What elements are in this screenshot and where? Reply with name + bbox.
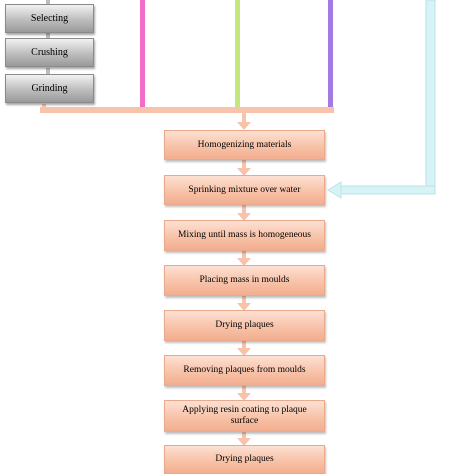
left-connector-1 bbox=[46, 33, 50, 39]
collector-down bbox=[242, 113, 246, 123]
left-connector-2 bbox=[46, 68, 50, 75]
step-arrow-head bbox=[237, 348, 251, 356]
sprinkling-label: Sprinking mixture over water bbox=[188, 184, 301, 195]
collector-bar bbox=[40, 107, 334, 113]
drying-step-1: Drying plaques bbox=[164, 310, 325, 341]
coating-label: Applying resin coating to plaque surface bbox=[182, 405, 307, 426]
input-line-green bbox=[235, 0, 240, 107]
selecting-label: Selecting bbox=[30, 13, 69, 24]
step-arrow-head bbox=[237, 168, 251, 176]
step-arrow-head bbox=[237, 213, 251, 221]
coating-step: Applying resin coating to plaque surface bbox=[164, 400, 325, 432]
homogenizing-step: Homogenizing materials bbox=[164, 130, 325, 160]
grinding-label: Grinding bbox=[31, 83, 68, 94]
water-line-vertical bbox=[425, 0, 436, 195]
step-arrows bbox=[237, 160, 251, 446]
drying-label-2: Drying plaques bbox=[215, 454, 274, 464]
step-arrow-head bbox=[237, 258, 251, 266]
removing-step: Removing plaques from moulds bbox=[164, 355, 325, 386]
left-connector-top bbox=[46, 0, 50, 5]
drying-label-1: Drying plaques bbox=[215, 320, 274, 330]
crushing-step: Crushing bbox=[5, 38, 94, 67]
removing-label: Removing plaques from moulds bbox=[183, 365, 306, 375]
step-arrow-shaft bbox=[242, 341, 246, 350]
step-arrow-shaft bbox=[242, 432, 246, 440]
water-line-horizontal bbox=[339, 185, 436, 195]
step-arrow-shaft bbox=[242, 296, 246, 305]
grinding-step: Grinding bbox=[5, 74, 94, 103]
step-arrow-shaft bbox=[242, 386, 246, 395]
mixing-label: Mixing until mass is homogeneous bbox=[178, 230, 311, 240]
step-arrow-shaft bbox=[242, 160, 246, 170]
placing-step: Placing mass in moulds bbox=[164, 265, 325, 296]
crushing-label: Crushing bbox=[31, 47, 68, 58]
step-arrow-shaft bbox=[242, 251, 246, 260]
arrow-head-0 bbox=[237, 122, 251, 130]
step-arrow-head bbox=[237, 438, 251, 446]
sprinkling-step: Sprinking mixture over water bbox=[164, 175, 325, 205]
step-arrow-head bbox=[237, 393, 251, 401]
placing-label: Placing mass in moulds bbox=[199, 275, 290, 285]
input-line-pink bbox=[140, 0, 145, 107]
homogenizing-label: Homogenizing materials bbox=[197, 139, 292, 150]
water-arrow-head bbox=[327, 181, 342, 199]
selecting-step: Selecting bbox=[5, 4, 94, 33]
drying-step-2: Drying plaques bbox=[164, 445, 325, 474]
mixing-step: Mixing until mass is homogeneous bbox=[164, 220, 325, 251]
step-arrow-head bbox=[237, 303, 251, 311]
input-line-purple bbox=[328, 0, 333, 107]
step-arrow-shaft bbox=[242, 205, 246, 215]
